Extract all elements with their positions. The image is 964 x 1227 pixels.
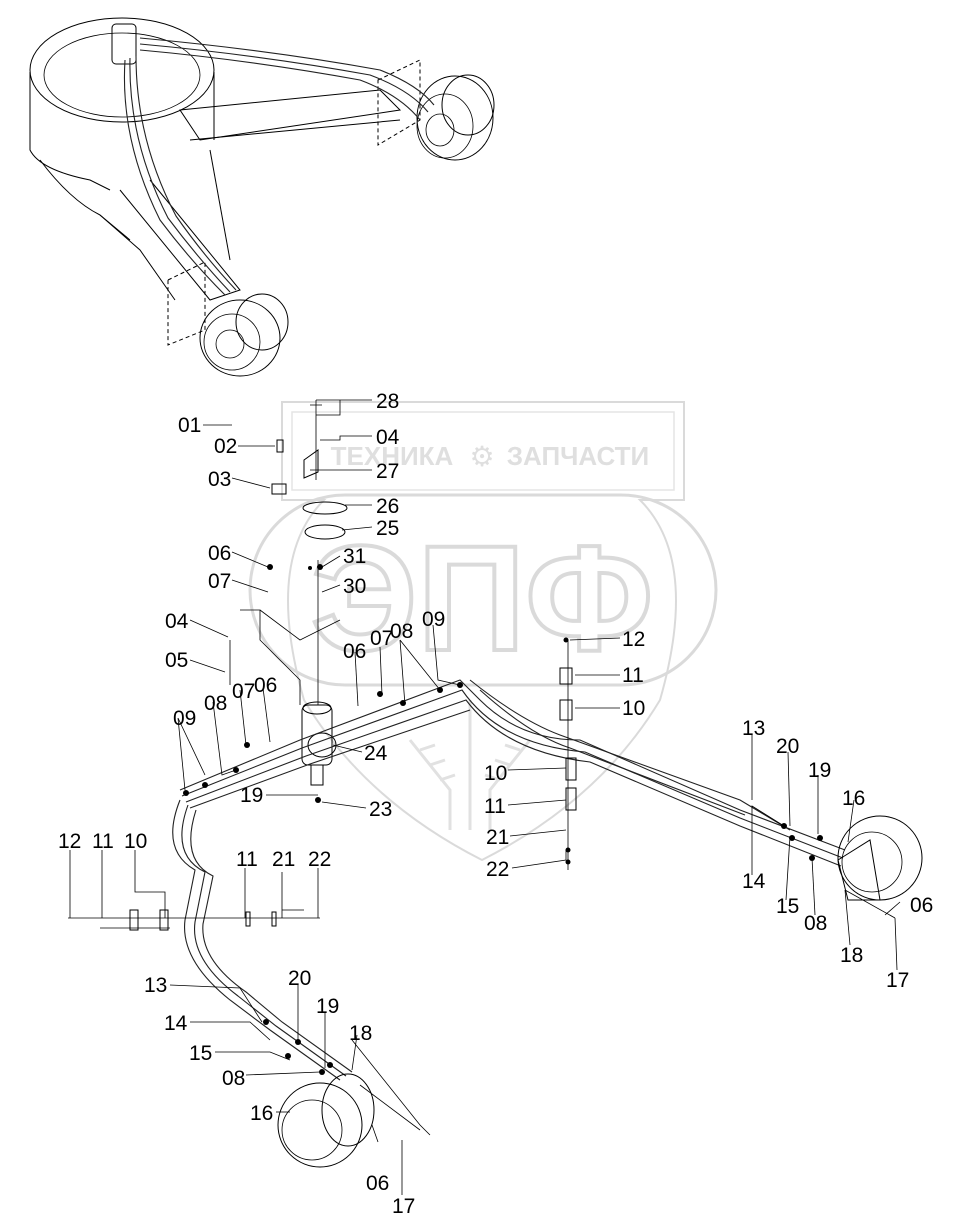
callout-label: 31 [343, 545, 366, 568]
callout-label: 06 [366, 1172, 389, 1195]
callout-label: 08 [804, 912, 827, 935]
callout-leaders [69, 399, 901, 1195]
callout-label: 18 [349, 1022, 372, 1045]
callout-label: 06 [343, 640, 366, 663]
callout-label: 07 [208, 570, 231, 593]
callout-label: 14 [742, 870, 766, 893]
axle-assembly-view [29, 17, 495, 377]
watermark-brand-right: ЗАПЧАСТИ [507, 441, 650, 471]
callout-label: 12 [58, 830, 81, 853]
callout-label: 23 [369, 798, 392, 821]
callout-label: 16 [250, 1102, 273, 1125]
callout-label: 20 [288, 967, 311, 990]
watermark-logo-letters: ЭПФ [311, 514, 654, 682]
callout-label: 13 [144, 974, 167, 997]
callout-label: 25 [376, 517, 399, 540]
watermark-wheat-icon [408, 700, 532, 830]
callout-label: 24 [364, 742, 388, 765]
callout-label: 27 [376, 460, 399, 483]
callout-label: 12 [622, 628, 645, 651]
callout-label: 20 [776, 735, 799, 758]
callout-label: 14 [164, 1012, 188, 1035]
callout-label: 04 [376, 426, 400, 449]
watermark-logo: ТЕХНИКА ⚙ ЗАПЧАСТИ ЭПФ [248, 401, 718, 862]
callout-label: 10 [622, 697, 645, 720]
watermark-logo-band [248, 493, 718, 687]
callout-label: 09 [422, 608, 445, 631]
watermark-shield-outline [281, 401, 685, 862]
callout-label: 05 [165, 649, 188, 672]
callout-label: 07 [370, 627, 393, 650]
callout-label: 02 [214, 435, 237, 458]
callout-label: 13 [742, 717, 765, 740]
callout-label: 22 [308, 848, 331, 871]
callout-label: 19 [240, 784, 263, 807]
callout-label: 26 [376, 495, 399, 518]
callout-label: 11 [622, 664, 644, 687]
callout-label: 22 [486, 858, 509, 881]
callout-label: 15 [189, 1042, 212, 1065]
exploded-hose-layout [68, 400, 923, 1168]
callout-label: 28 [376, 390, 399, 413]
callout-label: 21 [272, 848, 295, 871]
callout-label: 04 [165, 610, 189, 633]
watermark-brand-left: ТЕХНИКА [331, 441, 454, 471]
callout-label: 21 [486, 826, 509, 849]
callout-label: 08 [222, 1067, 245, 1090]
callout-label: 19 [316, 995, 339, 1018]
callout-label: 01 [178, 414, 201, 437]
callout-label: 30 [343, 575, 366, 598]
callout-label: 08 [204, 692, 227, 715]
callout-label: 03 [208, 468, 231, 491]
watermark-shield-inner [291, 411, 675, 491]
callout-label: 16 [842, 787, 865, 810]
callout-label: 09 [173, 707, 196, 730]
callout-label: 10 [124, 830, 147, 853]
callout-label: 06 [208, 542, 231, 565]
callout-label: 15 [776, 895, 799, 918]
callout-label: 11 [236, 848, 258, 871]
callout-label: 06 [254, 674, 277, 697]
callout-label: 08 [390, 620, 413, 643]
callout-label: 11 [92, 830, 114, 853]
callout-label: 07 [232, 680, 255, 703]
callout-label: 18 [840, 944, 863, 967]
callout-label: 19 [808, 759, 831, 782]
callout-labels: 01 02 03 28 04 27 26 25 06 07 31 30 04 0… [58, 390, 933, 1218]
callout-label: 10 [484, 762, 507, 785]
callout-label: 17 [886, 969, 909, 992]
callout-label: 06 [910, 894, 933, 917]
gear-icon: ⚙ [469, 442, 494, 473]
callout-label: 17 [392, 1195, 415, 1218]
callout-label: 11 [484, 795, 506, 818]
